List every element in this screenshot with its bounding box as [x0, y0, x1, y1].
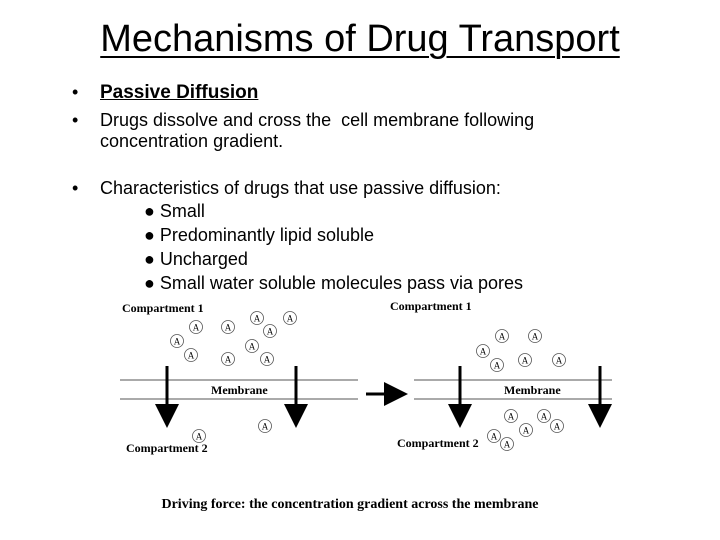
molecule: A: [487, 429, 501, 443]
svg-text:A: A: [508, 412, 515, 422]
bullet-marker: •: [72, 178, 79, 198]
svg-text:A: A: [494, 361, 501, 371]
svg-text:A: A: [249, 342, 256, 352]
bullet-dissolve: • Drugs dissolve and cross the cell memb…: [72, 110, 632, 154]
sub-bullet-small: ● Small: [144, 201, 205, 221]
svg-text:A: A: [523, 426, 530, 436]
molecule: A: [490, 358, 504, 372]
left-compartment-1-label: Compartment 1: [122, 301, 204, 315]
svg-text:A: A: [554, 422, 561, 432]
molecule: A: [221, 320, 235, 334]
molecule: A: [500, 437, 514, 451]
left-panel: Compartment 1 Membrane Compartment 2: [120, 301, 358, 455]
bullet-characteristics-text: Characteristics of drugs that use passiv…: [100, 178, 501, 198]
figure-caption: Driving force: the concentration gradien…: [161, 497, 539, 512]
svg-text:A: A: [174, 337, 181, 347]
right-compartment-1-label: Compartment 1: [390, 299, 472, 313]
left-compartment-2-label: Compartment 2: [126, 441, 208, 455]
molecule: A: [170, 334, 184, 348]
right-panel: Compartment 1 Membrane Compartment 2: [390, 299, 612, 450]
molecule: A: [221, 352, 235, 366]
svg-text:A: A: [196, 432, 203, 442]
molecule: A: [263, 324, 277, 338]
right-membrane-label: Membrane: [504, 383, 561, 397]
svg-text:A: A: [499, 332, 506, 342]
bullet-marker: •: [72, 82, 79, 102]
molecule: A: [250, 311, 264, 325]
svg-text:A: A: [556, 356, 563, 366]
svg-text:A: A: [287, 314, 294, 324]
molecule: A: [283, 311, 297, 325]
sub-bullet-pores: ● Small water soluble molecules pass via…: [144, 273, 524, 293]
svg-text:A: A: [262, 422, 269, 432]
molecule: A: [552, 353, 566, 367]
left-membrane-label: Membrane: [211, 383, 268, 397]
molecule: A: [518, 353, 532, 367]
svg-text:A: A: [491, 432, 498, 442]
sub-bullet-lipid-soluble: ● Predominantly lipid soluble: [144, 225, 374, 245]
svg-text:A: A: [254, 314, 261, 324]
molecule: A: [189, 320, 203, 334]
svg-text:A: A: [225, 323, 232, 333]
slide-title: Mechanisms of Drug Transport: [100, 18, 620, 60]
svg-text:A: A: [264, 355, 271, 365]
molecule: A: [550, 419, 564, 433]
molecule: A: [476, 344, 490, 358]
svg-text:A: A: [541, 412, 548, 422]
svg-text:A: A: [522, 356, 529, 366]
molecule: A: [504, 409, 518, 423]
bullet-dissolve-line1: Drugs dissolve and cross the cell membra…: [100, 110, 535, 130]
molecule: A: [528, 329, 542, 343]
molecule: A: [260, 352, 274, 366]
bullet-passive-diffusion: • Passive Diffusion: [72, 82, 372, 104]
sub-bullet-uncharged: ● Uncharged: [144, 249, 248, 269]
molecule: A: [495, 329, 509, 343]
svg-text:A: A: [225, 355, 232, 365]
molecule: A: [537, 409, 551, 423]
bullet-dissolve-line2: concentration gradient.: [100, 131, 284, 151]
bullet-characteristics: • Characteristics of drugs that use pass…: [72, 178, 632, 200]
svg-text:A: A: [188, 351, 195, 361]
molecules-layer: A A A A A A A A A A A A A A A A A A A A …: [170, 311, 566, 451]
passive-diffusion-heading: Passive Diffusion: [100, 82, 259, 103]
svg-text:A: A: [532, 332, 539, 342]
svg-text:A: A: [193, 323, 200, 333]
molecule: A: [258, 419, 272, 433]
molecule: A: [192, 429, 206, 443]
right-compartment-2-label: Compartment 2: [397, 436, 479, 450]
svg-text:A: A: [480, 347, 487, 357]
svg-text:A: A: [504, 440, 511, 450]
molecule: A: [184, 348, 198, 362]
molecule: A: [519, 423, 533, 437]
bullet-marker: •: [72, 110, 79, 130]
svg-text:A: A: [267, 327, 274, 337]
molecule: A: [245, 339, 259, 353]
